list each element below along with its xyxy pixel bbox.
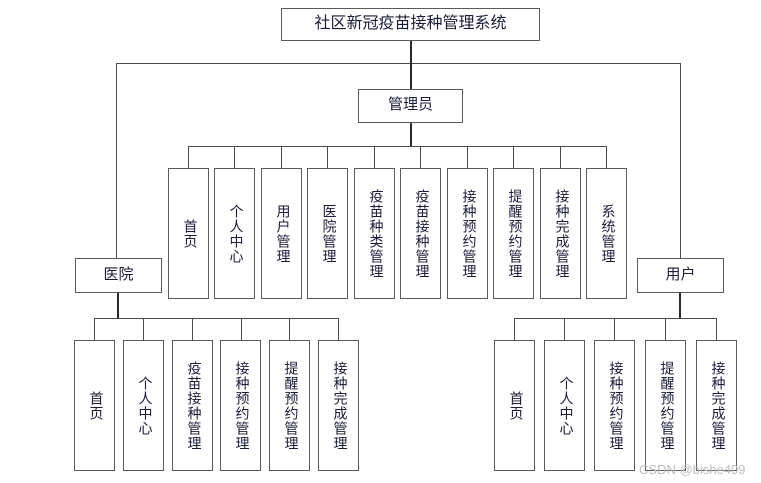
node-admin-module-4: 医院管理	[307, 168, 348, 299]
node-admin-module-1-label: 首页	[181, 218, 197, 249]
node-user-module-2: 个人中心	[544, 340, 585, 471]
node-admin-module-5-label: 疫苗种类管理	[367, 188, 383, 279]
node-hospital-module-6: 接种完成管理	[318, 340, 359, 471]
node-admin-module-7: 接种预约管理	[447, 168, 488, 299]
node-system-title-label: 社区新冠疫苗接种管理系统	[314, 15, 507, 33]
connector-user-drop-4	[665, 318, 666, 340]
node-admin-module-6-label: 疫苗接种管理	[413, 188, 429, 279]
connector-hospital-drop-1	[94, 318, 95, 340]
connector-admin-drop-9	[560, 146, 561, 168]
node-admin-module-1: 首页	[168, 168, 209, 299]
node-user-module-5: 接种完成管理	[696, 340, 737, 471]
connector-admin-to-bus	[410, 123, 412, 146]
node-user-module-4: 提醒预约管理	[645, 340, 686, 471]
connector-user-drop-1	[514, 318, 515, 340]
connector-admin-drop-5	[374, 146, 375, 168]
node-hospital-module-2-label: 个人中心	[136, 375, 152, 436]
connector-user-drop-2	[564, 318, 565, 340]
connector-admin-drop-4	[327, 146, 328, 168]
node-hospital-module-3: 疫苗接种管理	[172, 340, 213, 471]
connector-hospital-drop-4	[241, 318, 242, 340]
connector-admin-drop-7	[467, 146, 468, 168]
node-admin-module-2: 个人中心	[214, 168, 255, 299]
node-admin-module-9-label: 接种完成管理	[553, 188, 569, 279]
connector-admin-drop-3	[281, 146, 282, 168]
node-role-admin-label: 管理员	[387, 97, 433, 114]
node-admin-module-7-label: 接种预约管理	[460, 188, 476, 279]
node-user-module-5-label: 接种完成管理	[709, 360, 725, 451]
connector-title-to-bus	[410, 41, 412, 63]
node-hospital-module-4: 接种预约管理	[220, 340, 261, 471]
node-admin-module-10: 系统管理	[586, 168, 627, 299]
node-hospital-module-3-label: 疫苗接种管理	[185, 360, 201, 451]
connector-bus-to-hospital	[116, 63, 117, 258]
node-admin-module-3: 用户管理	[261, 168, 302, 299]
node-admin-module-8: 提醒预约管理	[493, 168, 534, 299]
node-role-user-label: 用户	[665, 266, 696, 283]
node-system-title: 社区新冠疫苗接种管理系统	[281, 8, 540, 41]
node-user-module-4-label: 提醒预约管理	[658, 360, 674, 451]
node-user-module-1-label: 首页	[507, 390, 523, 421]
connector-user-drop-5	[716, 318, 717, 340]
connector-admin-drop-6	[420, 146, 421, 168]
node-admin-module-10-label: 系统管理	[599, 203, 615, 264]
connector-admin-module-bus	[188, 146, 606, 147]
connector-bus-to-admin	[410, 63, 412, 89]
connector-hospital-module-bus	[94, 318, 338, 319]
connector-hospital-drop-2	[143, 318, 144, 340]
connector-hospital-drop-6	[338, 318, 339, 340]
connector-user-drop-3	[614, 318, 615, 340]
node-admin-module-3-label: 用户管理	[274, 203, 290, 264]
node-role-user: 用户	[637, 258, 724, 293]
node-role-admin: 管理员	[358, 89, 463, 123]
node-user-module-3-label: 接种预约管理	[607, 360, 623, 451]
node-user-module-3: 接种预约管理	[594, 340, 635, 471]
node-hospital-module-6-label: 接种完成管理	[331, 360, 347, 451]
node-role-hospital: 医院	[75, 258, 162, 293]
node-hospital-module-5: 提醒预约管理	[269, 340, 310, 471]
node-admin-module-4-label: 医院管理	[320, 203, 336, 264]
node-hospital-module-1-label: 首页	[87, 390, 103, 421]
connector-hospital-drop-3	[192, 318, 193, 340]
node-admin-module-8-label: 提醒预约管理	[506, 188, 522, 279]
connector-admin-drop-10	[606, 146, 607, 168]
node-hospital-module-5-label: 提醒预约管理	[282, 360, 298, 451]
node-role-hospital-label: 医院	[103, 266, 134, 283]
node-admin-module-2-label: 个人中心	[227, 203, 243, 264]
connector-user-to-module-bus	[679, 293, 681, 318]
connector-main-bus	[116, 63, 681, 64]
connector-hospital-drop-5	[289, 318, 290, 340]
node-user-module-1: 首页	[494, 340, 535, 471]
node-admin-module-6: 疫苗接种管理	[400, 168, 441, 299]
connector-hospital-to-module-bus	[117, 293, 119, 318]
connector-bus-to-user	[680, 63, 681, 258]
node-admin-module-5: 疫苗种类管理	[354, 168, 395, 299]
node-user-module-2-label: 个人中心	[557, 375, 573, 436]
node-hospital-module-1: 首页	[74, 340, 115, 471]
connector-admin-drop-2	[234, 146, 235, 168]
node-admin-module-9: 接种完成管理	[540, 168, 581, 299]
node-hospital-module-4-label: 接种预约管理	[233, 360, 249, 451]
connector-admin-drop-1	[188, 146, 189, 168]
node-hospital-module-2: 个人中心	[123, 340, 164, 471]
connector-user-module-bus	[514, 318, 716, 319]
watermark-label: CSDN @bishe409	[639, 462, 746, 477]
connector-admin-drop-8	[513, 146, 514, 168]
